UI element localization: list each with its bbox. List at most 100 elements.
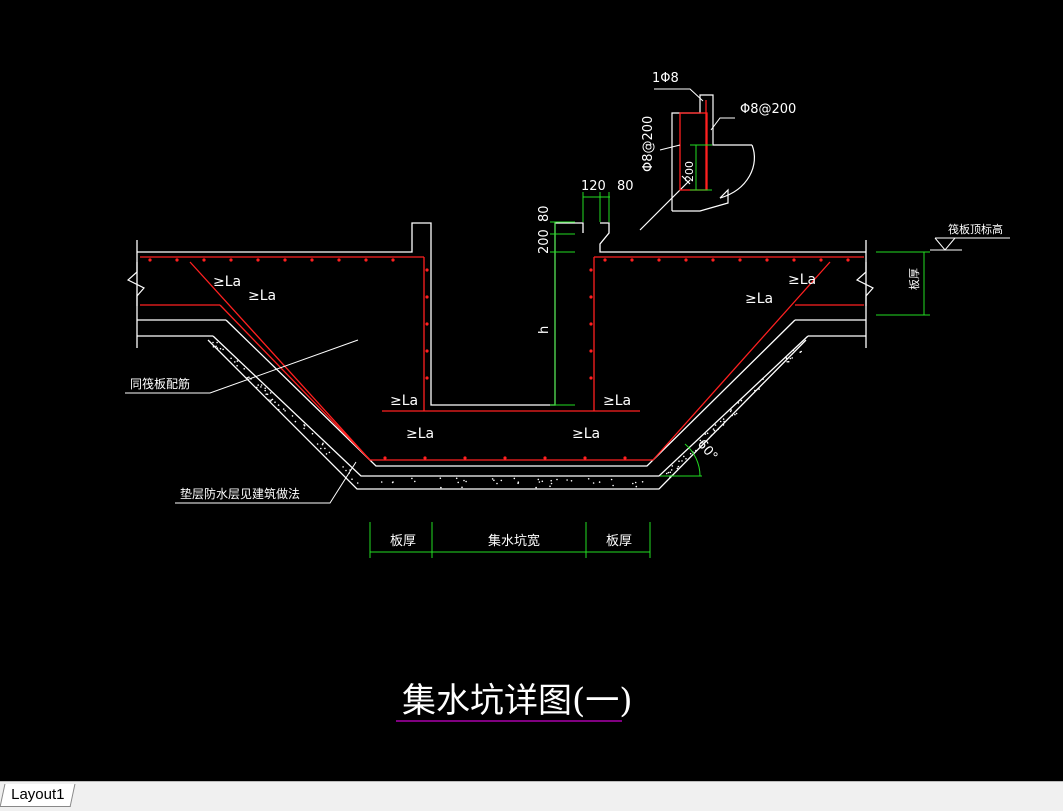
- hatch-speck: [799, 351, 801, 354]
- hatch-speck: [255, 386, 258, 389]
- hatch-speck: [265, 393, 268, 396]
- rebar-dot: [425, 322, 429, 326]
- hatch-speck: [246, 377, 249, 379]
- hatch-speck: [549, 485, 551, 488]
- rebar-dot: [383, 456, 387, 460]
- hatch-speck: [735, 412, 738, 415]
- la-right-mid: ≥La: [745, 291, 773, 307]
- hatch-speck: [632, 482, 634, 485]
- rebar-dot: [589, 295, 593, 299]
- rebar-dot: [337, 258, 341, 262]
- hatch-speck: [294, 420, 297, 423]
- rebar-dot: [657, 258, 661, 262]
- hatch-speck: [268, 399, 270, 401]
- dim-200-detail: 200: [683, 161, 696, 182]
- rebar-dot: [202, 258, 206, 262]
- hatch-speck: [566, 479, 568, 481]
- hatch-speck: [706, 432, 709, 435]
- hatch-speck: [556, 478, 558, 481]
- hatch-speck: [681, 460, 683, 462]
- hatch-speck: [538, 481, 541, 483]
- hatch-speck: [667, 471, 670, 474]
- hatch-speck: [212, 341, 214, 344]
- dimensions: [369, 192, 930, 558]
- layout-tab-bar: Layout1: [0, 781, 1063, 811]
- rebar-dot: [229, 258, 233, 262]
- hatch-speck: [236, 364, 238, 367]
- slab-outline: [136, 222, 867, 490]
- hatch-speck: [669, 471, 672, 474]
- cad-drawing-canvas[interactable]: ≥La ≥La ≥La ≥La ≥La ≥La ≥La ≥La 1Φ8 Φ8@2…: [0, 0, 1063, 781]
- detail-dimension: [690, 144, 712, 191]
- hatch-speck: [391, 481, 394, 484]
- hatch-speck: [216, 341, 218, 344]
- hatch-speck: [411, 477, 413, 480]
- hatch-speck: [439, 477, 442, 480]
- hatch-speck: [461, 486, 463, 489]
- hatch-speck: [303, 427, 305, 430]
- hatch-speck: [277, 404, 280, 406]
- rebar-dot: [425, 376, 429, 380]
- hatch-speck: [282, 408, 285, 410]
- hatch-speck: [734, 413, 736, 416]
- hatch-speck: [316, 443, 319, 445]
- dim-200-side: 200: [537, 229, 552, 254]
- hatch-speck: [284, 410, 286, 412]
- la-left-mid: ≥La: [248, 288, 276, 304]
- hatch-speck: [342, 466, 344, 468]
- hatch-speck: [270, 400, 272, 402]
- hatch-speck: [274, 401, 276, 404]
- hatch-speck: [351, 478, 353, 481]
- rebar-dot: [765, 258, 769, 262]
- hatch-speck: [493, 479, 495, 482]
- hatch-speck: [277, 408, 280, 411]
- hatch-speck: [248, 376, 250, 379]
- dim-120: 120: [581, 179, 606, 194]
- rebar-dot: [603, 258, 607, 262]
- hatch-speck: [260, 384, 263, 386]
- hatch-speck: [710, 434, 713, 437]
- rebar-dot: [711, 258, 715, 262]
- hatch-speck: [699, 439, 702, 442]
- rebar-dot: [463, 456, 467, 460]
- bottom-dim-right: 板厚: [606, 534, 632, 549]
- hatch-speck: [457, 481, 460, 484]
- hatch-speck: [243, 368, 245, 370]
- hatch-speck: [635, 485, 638, 488]
- rebar-1phi8-label: 1Φ8: [652, 71, 679, 86]
- tab-layout1[interactable]: Layout1: [0, 784, 76, 807]
- hatch-speck: [730, 409, 732, 411]
- rebar-dot: [589, 349, 593, 353]
- hatch-speck: [737, 402, 740, 404]
- hatch-speck: [722, 418, 725, 420]
- note-leaders: [125, 339, 359, 504]
- cushion-hatch: [212, 341, 802, 489]
- rebar-dots: [148, 258, 850, 460]
- rebar-lines: [140, 256, 864, 461]
- hatch-speck: [321, 443, 324, 446]
- rebar-dot: [364, 258, 368, 262]
- rebar-dot: [503, 456, 507, 460]
- hatch-speck: [722, 424, 725, 426]
- hatch-speck: [676, 467, 679, 470]
- hatch-speck: [328, 451, 331, 454]
- hatch-speck: [717, 428, 719, 431]
- la-right-top: ≥La: [788, 272, 816, 288]
- hatch-speck: [537, 478, 540, 481]
- dim-80-top: 80: [617, 179, 634, 194]
- hatch-speck: [700, 445, 702, 447]
- hatch-speck: [791, 357, 793, 359]
- elevation-marker: [930, 237, 1010, 251]
- hatch-speck: [685, 458, 687, 460]
- rebar-dot: [630, 258, 634, 262]
- hatch-speck: [541, 480, 544, 483]
- hatch-speck: [740, 399, 743, 402]
- hatch-speck: [271, 398, 274, 401]
- hatch-speck: [496, 482, 498, 485]
- rebar-dot: [589, 268, 593, 272]
- hatch-speck: [465, 480, 467, 483]
- detail-bubble: [639, 94, 756, 231]
- hatch-speck: [230, 357, 232, 360]
- hatch-speck: [264, 389, 267, 392]
- hatch-speck: [712, 428, 715, 430]
